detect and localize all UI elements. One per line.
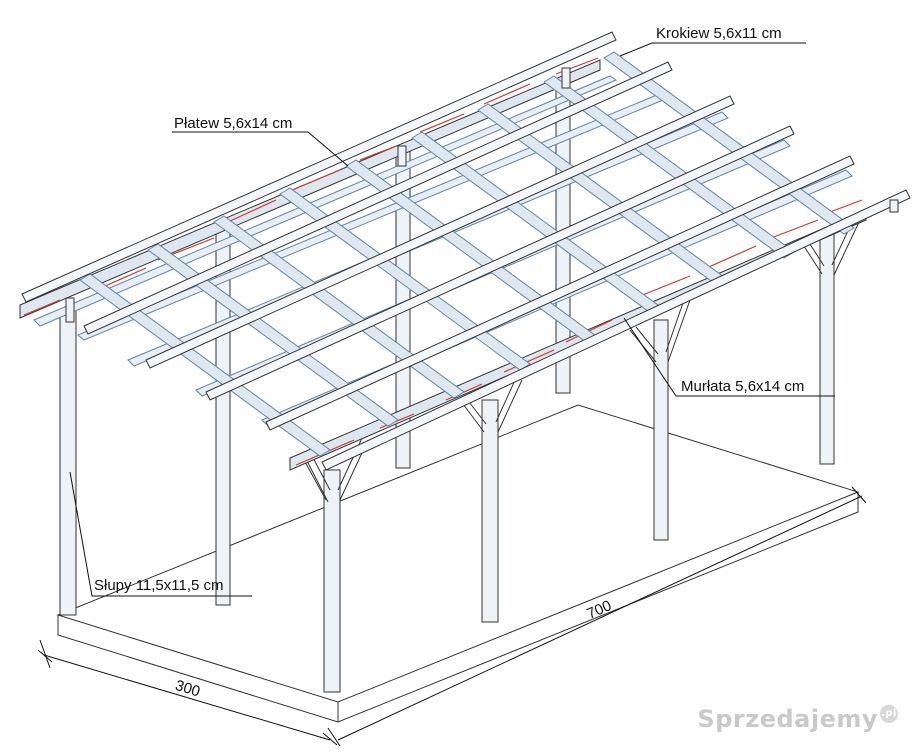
watermark-text: Sprzedajemy — [697, 705, 878, 733]
label-wall-plate: Murłata 5,6x14 cm — [681, 378, 804, 395]
label-purlin: Płatew 5,6x14 cm — [174, 115, 292, 132]
dimension-lines — [37, 486, 867, 747]
post-tops — [65, 67, 899, 323]
leader-lines — [69, 42, 835, 597]
label-rafter: Krokiew 5,6x11 cm — [656, 25, 782, 42]
roof-battens — [21, 31, 911, 471]
watermark-badge: .pl — [880, 705, 898, 723]
watermark: Sprzedajemy.pl — [697, 705, 898, 733]
ground-outline — [56, 404, 860, 723]
label-posts: Słupy 11,5x11,5 cm — [94, 577, 224, 594]
dimension-width: 300 — [173, 677, 202, 701]
